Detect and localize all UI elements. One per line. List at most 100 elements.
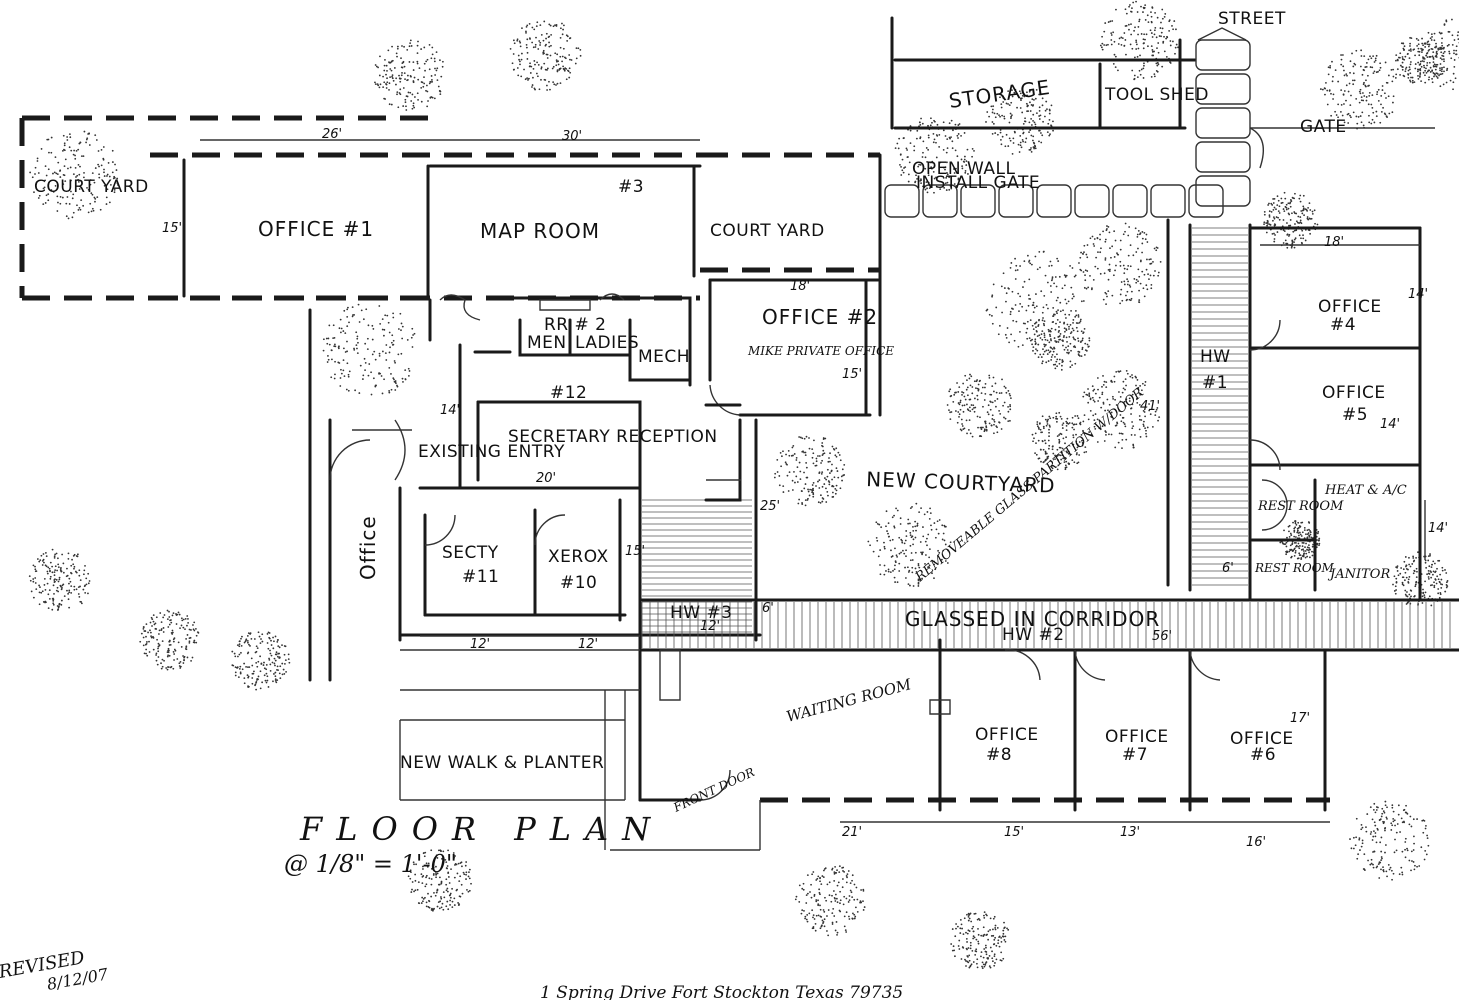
dim-13: 13' [1120,825,1140,840]
dim-56: 56' [1152,629,1172,644]
dim-26: 26' [322,127,342,142]
plan-title: FLOOR PLAN [299,810,664,848]
gate-label: GATE [1300,117,1347,137]
men-label: MEN [527,333,567,353]
hallway-3-walls [638,403,758,802]
office-8-label: OFFICE [975,725,1039,745]
dim-30: 30' [562,129,582,144]
hw-1-number: #1 [1202,373,1228,393]
open-wall-label: OPEN WALL [912,159,1015,179]
dim-6-east: 6' [1222,561,1234,576]
title-block: FLOOR PLAN @ 1/8" = 1'-0" 1 Spring Drive… [0,810,903,1000]
dim-41: 41' [1140,399,1160,414]
office-4-number: #4 [1330,315,1356,335]
restroom-tag: RR # 2 [544,315,607,335]
tree-icon [950,911,1010,970]
dim-15-xerox: 15' [625,544,645,559]
dim-12-a: 12' [470,637,490,652]
tree-icon [139,609,200,671]
install-gate-label: INSTALL GATE [916,173,1040,193]
tree-icon [1263,191,1319,249]
tree-icon [946,373,1012,438]
rest-room-b-label: REST ROOM [1254,561,1335,575]
tree-icon [28,548,91,611]
address: 1 Spring Drive Fort Stockton Texas 79735 [540,983,903,1000]
dim-14-reception: 14' [440,403,460,418]
heat-ac-label: HEAT & A/C [1324,483,1407,498]
dim-12-c: 12' [700,619,720,634]
restroom-block [428,293,692,387]
tree-icon [773,435,846,507]
office-2-walls [708,278,880,417]
dim-18-east: 18' [1324,235,1344,250]
office-5-number: #5 [1342,405,1368,425]
stone-column [884,39,1251,218]
office-8-number: #8 [986,745,1012,765]
office-6-label: OFFICE [1230,729,1294,749]
reception-number: #12 [550,383,587,403]
hallway-1-hatching [1192,227,1248,586]
reception-block [308,308,762,682]
hw-1-label: HW [1200,347,1231,367]
office-5-label: OFFICE [1322,383,1386,403]
tree-icon [509,20,582,91]
dim-12-b: 12' [578,637,598,652]
dim-15-office2: 15' [842,367,862,382]
tree-icon [985,88,1054,155]
dim-15-west: 15' [162,221,182,236]
xerox-number: #10 [560,573,597,593]
tree-icon [985,250,1085,351]
office-4-label: OFFICE [1318,297,1382,317]
existing-entry-label: EXISTING ENTRY [418,442,565,462]
hw-2-label: HW #2 [1002,625,1065,645]
court-yard-west-label: COURT YARD [34,177,149,197]
secretary-reception-label: SECRETARY RECEPTION [508,427,718,447]
dim-15-bottom: 15' [1004,825,1024,840]
dim-25: 25' [760,499,780,514]
tree-icon [794,865,866,937]
new-walk-planter-label: NEW WALK & PLANTER [400,753,604,773]
room-3-number: #3 [618,177,644,197]
dimension-lines [200,139,1420,823]
dim-14-office4: 14' [1408,287,1428,302]
dim-18-office2: 18' [790,279,810,294]
glassed-corridor-label: GLASSED IN CORRIDOR [905,607,1160,631]
court-yard-north-label: COURT YARD [710,221,825,241]
mech-label: MECH [638,347,690,367]
tool-shed-label: TOOL SHED [1104,85,1209,105]
janitor-label: JANITOR [1327,567,1390,582]
tree-icon [407,849,472,912]
office-6-number: #6 [1250,745,1276,765]
office-1-label: OFFICE #1 [258,217,374,241]
tree-icon [1099,0,1179,81]
tree-icon [322,303,416,396]
hallway-3-hatching [642,499,752,633]
office-west-label: Office [356,515,380,580]
dim-17: 17' [1290,711,1310,726]
landscape-trees [28,0,1459,970]
dimension-labels: 26' 30' 15' 18' 15' 14' 20' 25' 15' 12' … [162,127,1448,850]
xerox-label: XEROX [548,547,609,567]
ladies-label: LADIES [575,333,639,353]
tree-icon [29,130,119,220]
plan-scale: @ 1/8" = 1'-0" [284,850,457,878]
dim-16: 16' [1246,835,1266,850]
tree-icon [1421,18,1459,91]
map-room-label: MAP ROOM [480,219,600,243]
storage-block [890,16,1435,169]
secty-label: SECTY [442,543,499,563]
dim-14-office5: 14' [1380,417,1400,432]
tree-icon [867,502,952,587]
office-2-note: MIKE PRIVATE OFFICE [747,344,894,358]
tree-icon [1078,222,1162,306]
rest-room-a-label: REST ROOM [1257,499,1344,514]
dim-6-hw3: 6' [762,601,774,616]
tree-icon [1029,309,1091,371]
dim-21: 21' [842,825,862,840]
tree-icon [1082,369,1161,450]
tree-icon [231,631,291,691]
south-wing [399,598,1459,851]
dim-14-heat: 14' [1428,521,1448,536]
dim-20: 20' [536,471,556,486]
